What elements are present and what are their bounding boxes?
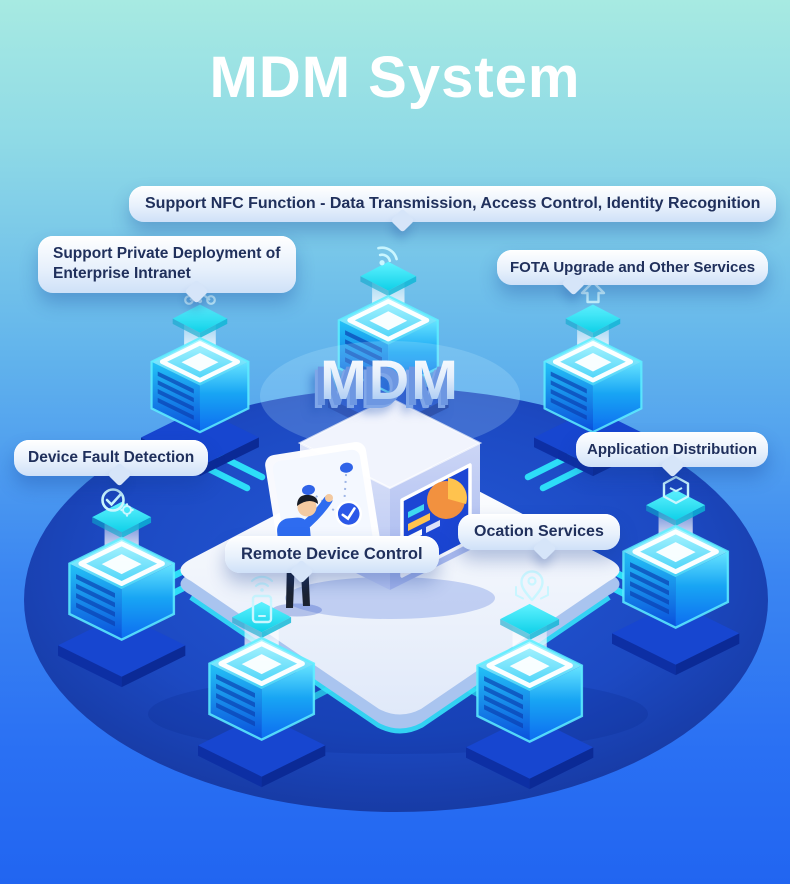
callout-remote-control: Remote Device Control [225, 536, 439, 584]
server-nfc [328, 246, 449, 438]
callout-location: Ocation Services [458, 514, 620, 561]
server-device-fault [58, 488, 185, 688]
callout-private-deployment: Support Private Deployment of Enterprise… [38, 236, 296, 304]
server-location [466, 570, 593, 790]
callout-device-fault: Device Fault Detection [14, 440, 209, 487]
upload-arrow-icon [580, 280, 606, 304]
callout-fault-label: Device Fault Detection [28, 449, 195, 466]
location-pin-icon [515, 570, 549, 602]
check-gear-icon [101, 488, 134, 517]
callout-app-label: Application Distribution [587, 441, 757, 458]
callout-nfc-label: Support NFC Function - Data Transmission… [145, 195, 761, 212]
server-app-distribution [612, 475, 739, 675]
server-remote-control [198, 575, 325, 787]
hexagon-package-icon [662, 475, 690, 505]
callout-fota-label: FOTA Upgrade and Other Services [510, 259, 756, 276]
server-fota [534, 280, 652, 476]
callout-remote-label: Remote Device Control [241, 545, 423, 563]
wifi-signal-icon [377, 246, 398, 266]
callout-location-label: Ocation Services [474, 523, 604, 540]
callout-app-distribution: Application Distribution [576, 432, 768, 478]
callout-fota: FOTA Upgrade and Other Services [497, 250, 769, 296]
callout-private-label: Support Private Deployment of Enterprise… [53, 245, 281, 283]
page-title: MDM System [209, 45, 581, 110]
phone-wifi-icon [250, 575, 274, 624]
callout-nfc: Support NFC Function - Data Transmission… [129, 186, 777, 233]
